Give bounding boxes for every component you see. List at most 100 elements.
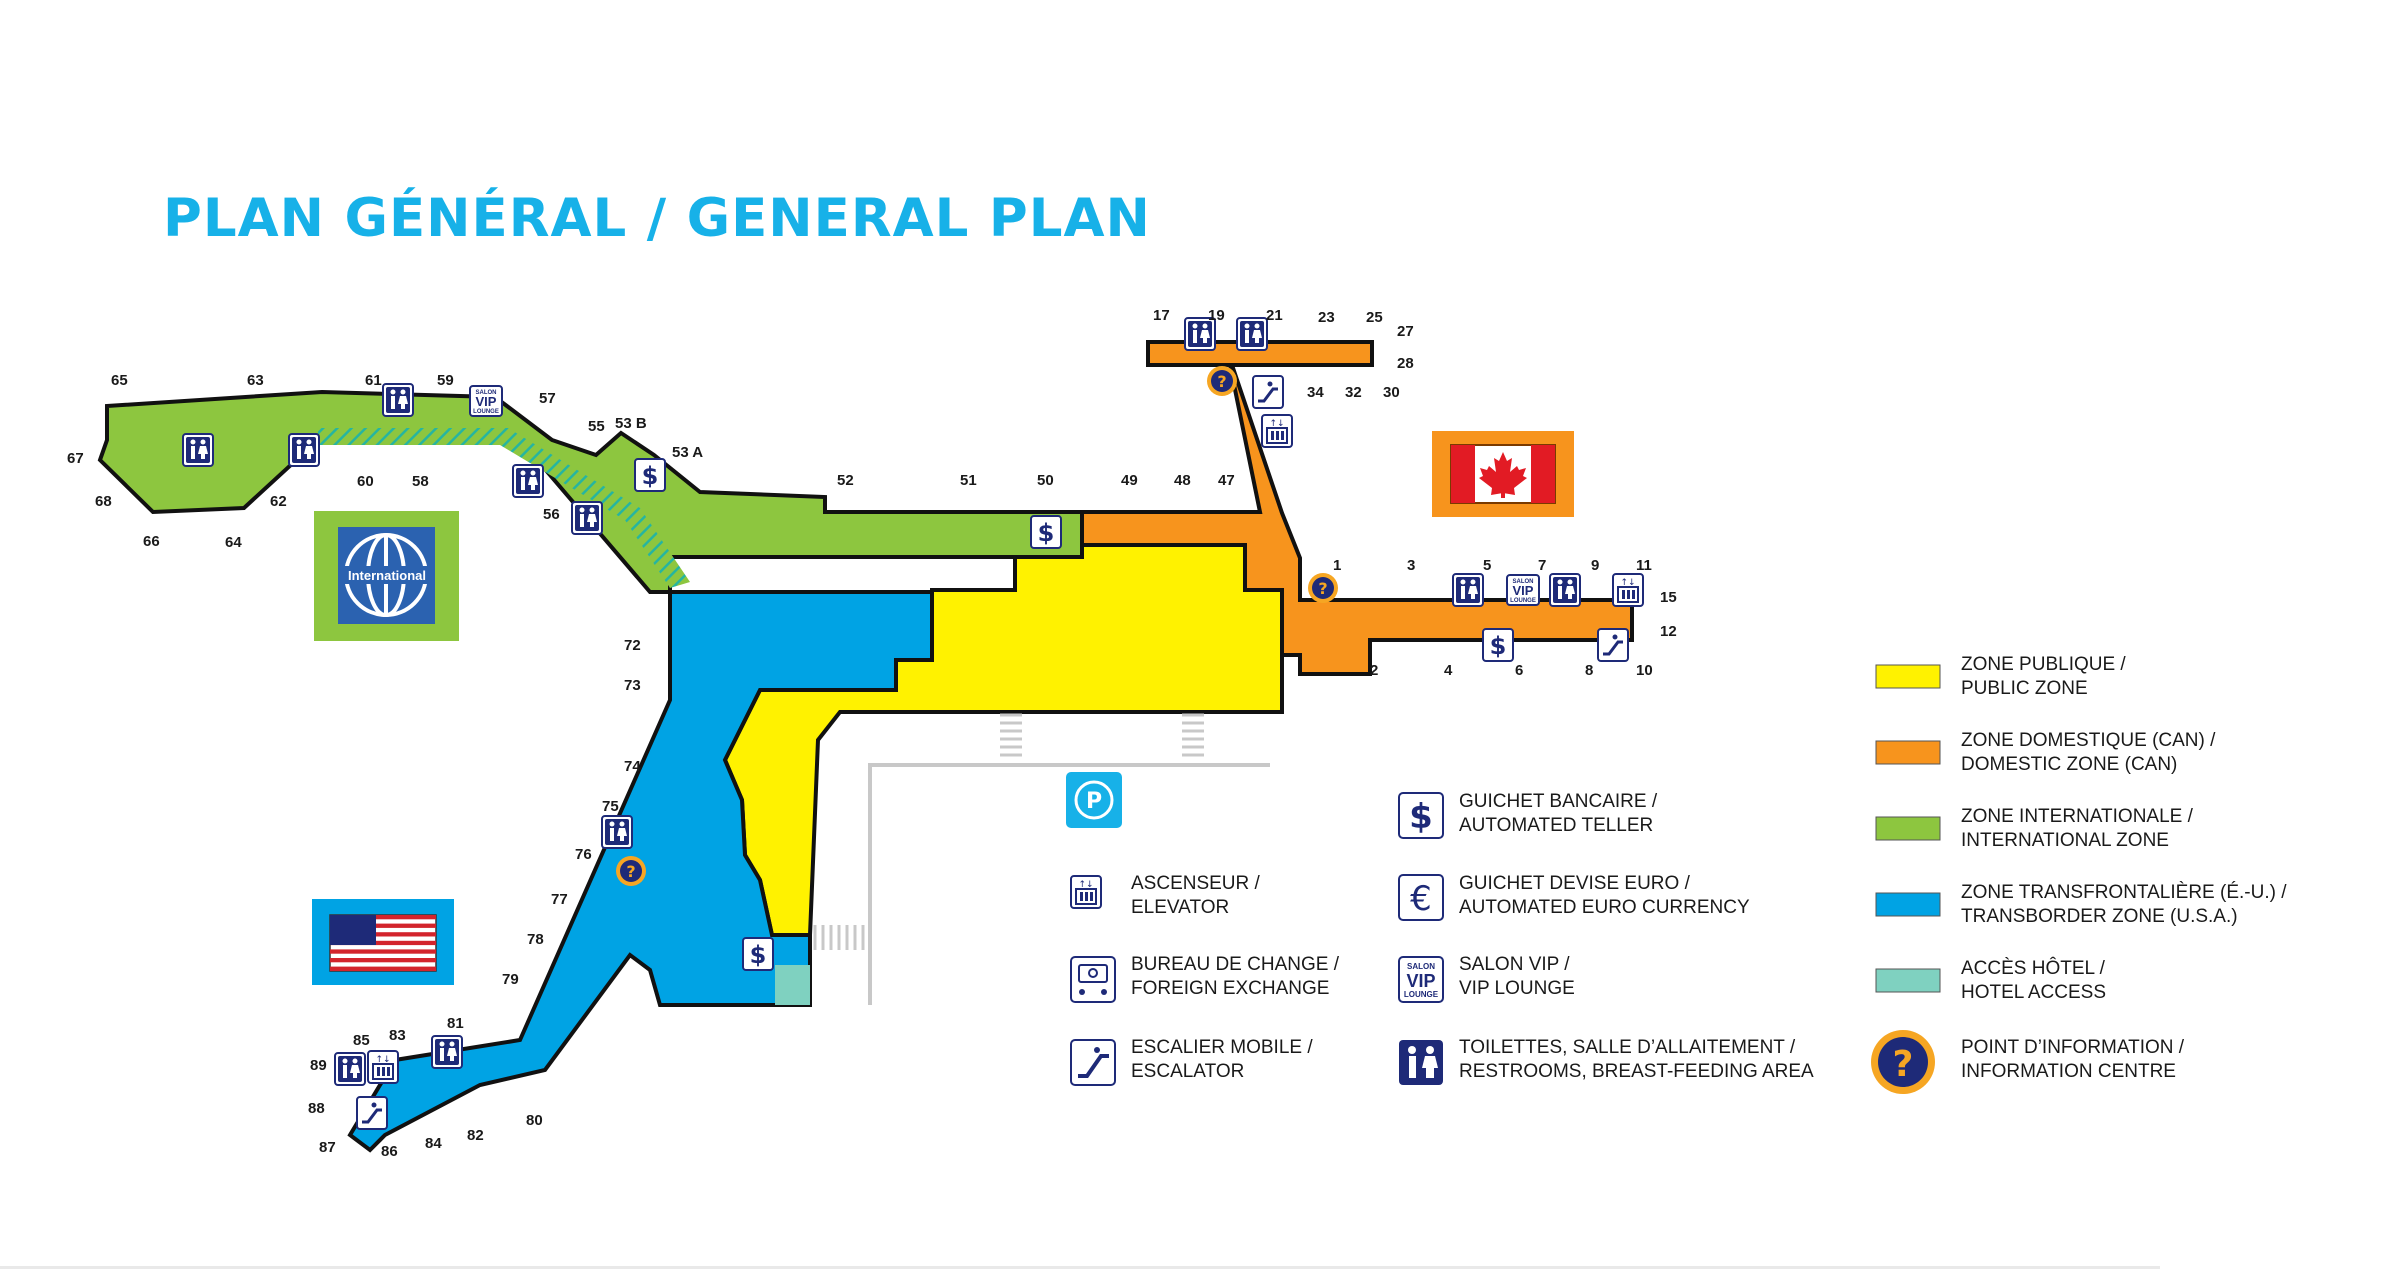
euro-icon: € xyxy=(1398,874,1444,921)
gate-label: 7 xyxy=(1538,557,1546,574)
gate-label: 76 xyxy=(575,846,592,863)
restroom-icon xyxy=(431,1035,463,1069)
parking-icon: P xyxy=(1066,772,1122,828)
elevator-icon xyxy=(1070,875,1102,909)
canada-flag xyxy=(1432,431,1574,517)
gate-label: 50 xyxy=(1037,472,1054,489)
gate-label: 15 xyxy=(1660,589,1677,606)
gate-label: 23 xyxy=(1318,309,1335,326)
gate-label: 55 xyxy=(588,418,605,435)
gate-label: 53 A xyxy=(672,444,703,461)
svg-text:?: ? xyxy=(1893,1044,1914,1085)
vip-lounge-icon xyxy=(1506,574,1540,606)
svg-text:SALON: SALON xyxy=(1407,962,1435,971)
gate-label: 51 xyxy=(960,472,977,489)
gate-label: 47 xyxy=(1218,472,1235,489)
zones-legend-swatches: ? xyxy=(1871,664,1941,1094)
legend-foreign-exchange: BUREAU DE CHANGE /FOREIGN EXCHANGE xyxy=(1131,954,1339,999)
dollar-icon xyxy=(742,937,774,971)
restroom-icon xyxy=(571,501,603,535)
restroom-icon xyxy=(1236,317,1268,351)
restroom-icon xyxy=(334,1052,366,1086)
dollar-icon xyxy=(1482,628,1514,662)
svg-text:LOUNGE: LOUNGE xyxy=(1404,990,1439,999)
gate-label: 89 xyxy=(310,1057,327,1074)
legend-elevator: ASCENSEUR /ELEVATOR xyxy=(1131,873,1260,918)
gate-label: 5 xyxy=(1483,557,1491,574)
gate-label: 49 xyxy=(1121,472,1138,489)
gate-label: 87 xyxy=(319,1139,336,1156)
gate-label: 48 xyxy=(1174,472,1191,489)
gate-label: 25 xyxy=(1366,309,1383,326)
gate-label: 62 xyxy=(270,493,287,510)
gate-label: 6 xyxy=(1515,662,1523,679)
gate-label: 52 xyxy=(837,472,854,489)
gate-label: 82 xyxy=(467,1127,484,1144)
gate-label: 30 xyxy=(1383,384,1400,401)
escalator-icon xyxy=(1251,374,1285,410)
gate-label: 1 xyxy=(1333,557,1341,574)
legend-information-centre: POINT D’INFORMATION /INFORMATION CENTRE xyxy=(1961,1037,2185,1082)
restroom-icon xyxy=(182,433,214,467)
svg-text:€: € xyxy=(1410,879,1432,919)
gate-label: 12 xyxy=(1660,623,1677,640)
legend-public-zone: ZONE PUBLIQUE /PUBLIC ZONE xyxy=(1961,654,2126,699)
gate-label: 56 xyxy=(543,506,560,523)
legend-escalator: ESCALIER MOBILE /ESCALATOR xyxy=(1131,1037,1313,1082)
gate-label: 73 xyxy=(624,677,641,694)
gate-label: 10 xyxy=(1636,662,1653,679)
svg-text:VIP: VIP xyxy=(1406,971,1435,991)
gate-label: 53 B xyxy=(615,415,647,432)
dollar-icon xyxy=(634,458,666,492)
hotel-access-swatch xyxy=(1875,968,1941,993)
foreign-exchange-icon xyxy=(1070,956,1116,1003)
gate-label: 9 xyxy=(1591,557,1599,574)
bottom-divider xyxy=(0,1266,2160,1269)
gate-labels: 17 19 21 23 25 27 28 34 32 30 65 63 61 5… xyxy=(67,307,1677,1160)
escalator-icon xyxy=(1596,627,1630,663)
restroom-icon xyxy=(382,383,414,417)
info-icon xyxy=(1308,573,1338,603)
gate-label: 34 xyxy=(1307,384,1324,401)
restroom-icon xyxy=(601,815,633,849)
gate-label: 81 xyxy=(447,1015,464,1032)
dollar-icon: $ xyxy=(1398,792,1444,839)
page-title: PLAN GÉNÉRAL / GENERAL PLAN xyxy=(163,188,1151,249)
elevator-icon xyxy=(1612,573,1644,607)
escalator-icon xyxy=(1070,1039,1116,1086)
info-icon: ? xyxy=(1871,1030,1935,1094)
gate-label: 17 xyxy=(1153,307,1170,324)
gate-label: 4 xyxy=(1444,662,1453,679)
international-zone-swatch xyxy=(1875,816,1941,841)
public-zone-swatch xyxy=(1875,664,1941,689)
gate-label: 63 xyxy=(247,372,264,389)
elevator-icon xyxy=(367,1050,399,1084)
gate-label: 80 xyxy=(526,1112,543,1129)
gate-label: 61 xyxy=(365,372,382,389)
gate-label: 59 xyxy=(437,372,454,389)
gate-label: 19 xyxy=(1208,307,1225,324)
gate-label: 72 xyxy=(624,637,641,654)
legend-transborder-zone: ZONE TRANSFRONTALIÈRE (É.-U.) /TRANSBORD… xyxy=(1961,882,2287,927)
gate-label: 77 xyxy=(551,891,568,908)
legend-atm: GUICHET BANCAIRE /AUTOMATED TELLER xyxy=(1459,791,1658,836)
info-icon xyxy=(1207,366,1237,396)
usa-flag xyxy=(312,899,454,985)
gate-label: 32 xyxy=(1345,384,1362,401)
hotel-access-walkway xyxy=(318,428,690,588)
legend-euro: GUICHET DEVISE EURO /AUTOMATED EURO CURR… xyxy=(1459,873,1750,918)
domestic-zone xyxy=(1080,340,1634,676)
parking-structure xyxy=(813,713,1270,1005)
gate-label: 67 xyxy=(67,450,84,467)
gate-label: 28 xyxy=(1397,355,1414,372)
gate-label: 8 xyxy=(1585,662,1593,679)
legend-hotel-access: ACCÈS HÔTEL /HOTEL ACCESS xyxy=(1961,958,2107,1003)
gate-label: 57 xyxy=(539,390,556,407)
hotel-access-zone xyxy=(775,965,810,1005)
restroom-icon xyxy=(288,433,320,467)
gate-label: 21 xyxy=(1266,307,1283,324)
gate-label: 86 xyxy=(381,1143,398,1160)
gate-label: 78 xyxy=(527,931,544,948)
gate-label: 83 xyxy=(389,1027,406,1044)
